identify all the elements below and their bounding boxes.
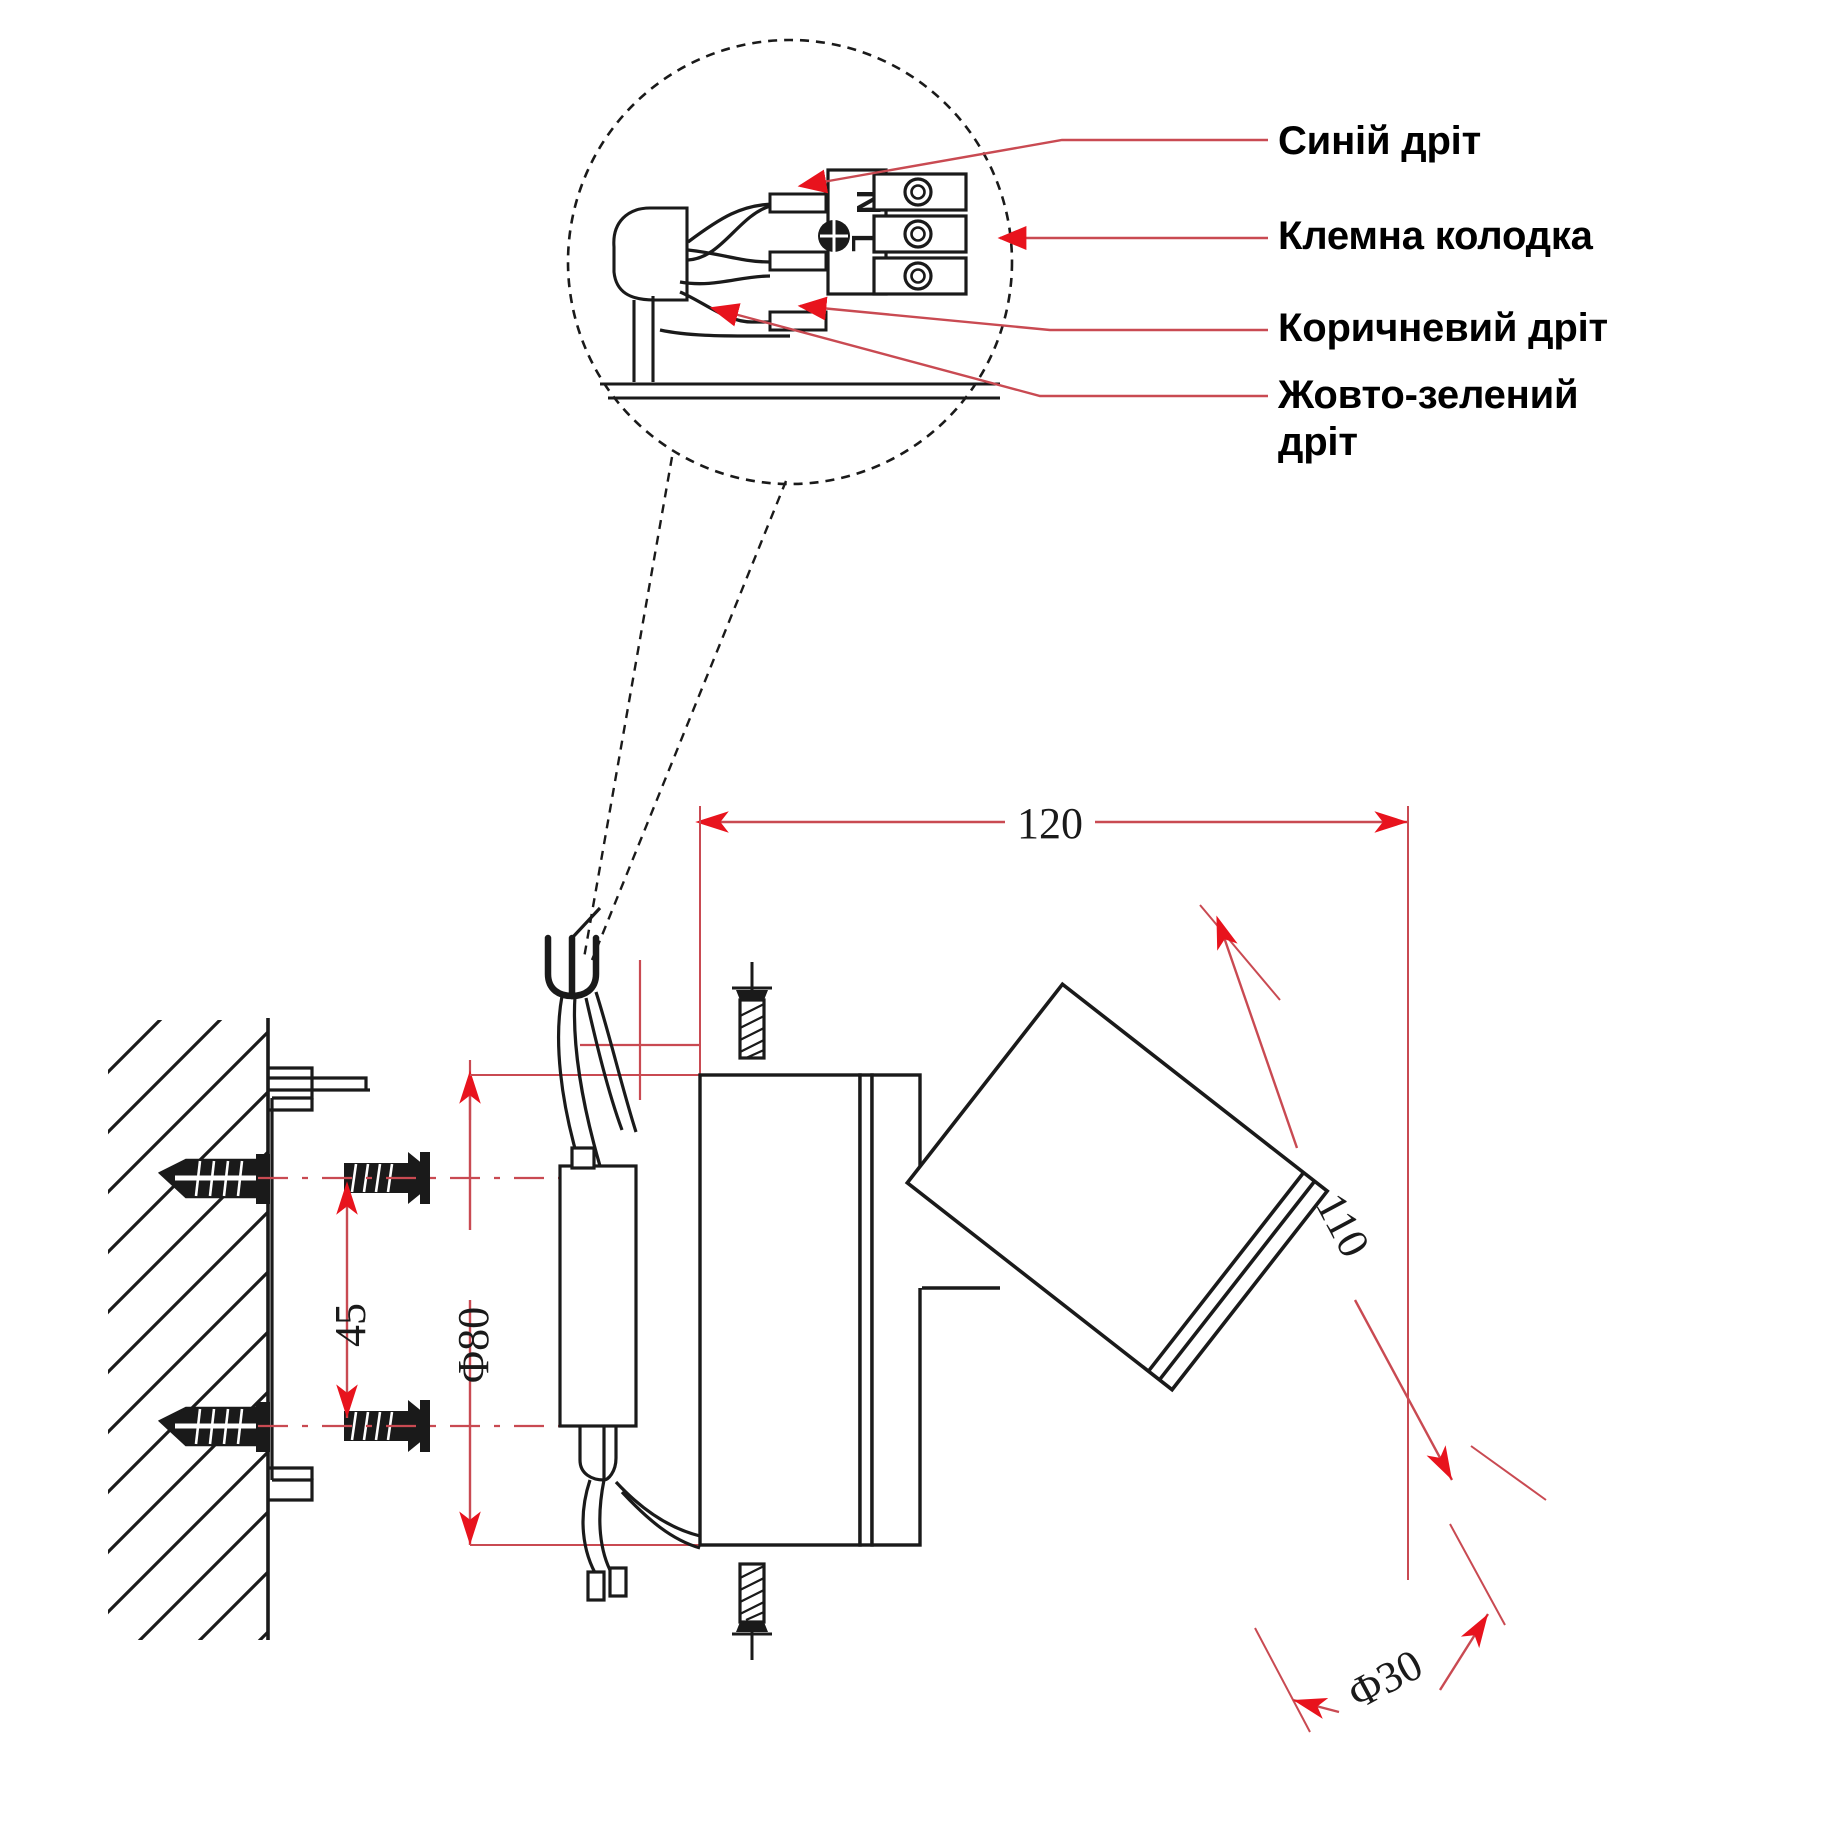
connector-wires	[556, 991, 638, 1167]
wire-earth-lower	[679, 274, 771, 286]
center-lines	[258, 960, 700, 1428]
terminal-screw-heads	[903, 177, 933, 291]
dimension-label-phi30: Φ30	[1340, 1640, 1430, 1719]
three-pin-connector	[544, 934, 600, 1000]
detail-leader-line-left	[582, 456, 674, 959]
dimension-phi30	[1254, 1523, 1506, 1733]
detail-leader-line-right	[590, 480, 788, 961]
callout-label-yellow-green-wire-line2: дріт	[1278, 420, 1358, 465]
callout-label-yellow-green-wire: Жовто-зелений дріт	[1278, 372, 1579, 466]
driver-output-wires	[578, 1426, 701, 1579]
wall-anchor-top	[157, 1154, 270, 1204]
callout-label-yellow-green-wire-line1: Жовто-зелений	[1278, 373, 1579, 417]
cable-gland-body	[612, 206, 689, 302]
callout-label-brown-wire: Коричневий дріт	[1278, 306, 1608, 350]
dimension-label-phi80: Φ80	[449, 1307, 498, 1383]
callout-label-terminal-block: Клемна колодка	[1278, 214, 1593, 258]
wire-tips-group	[768, 192, 828, 332]
callout-label-blue-wire: Синій дріт	[1278, 119, 1481, 163]
dimension-label-120: 120	[1017, 799, 1083, 848]
detail-circle-boundary	[566, 38, 1014, 486]
spotlight-head	[904, 981, 1330, 1393]
driver-input-ferrule	[570, 1146, 596, 1170]
callout-leaders	[709, 138, 1268, 398]
dimension-110	[1199, 904, 1547, 1501]
neck-gap-mask	[918, 1182, 922, 1288]
detail-circle-group: N L	[566, 38, 1014, 961]
wire-brown-lower	[659, 328, 790, 338]
mounting-bracket	[268, 1066, 314, 1502]
callout-leader-yellow-green-wire	[709, 303, 1268, 398]
grub-screw-top	[732, 962, 772, 1060]
connector-top-stub	[570, 906, 602, 940]
luminaire-base	[698, 1073, 922, 1547]
wire-end-ferrules	[586, 1566, 628, 1602]
grub-screw-bottom	[732, 1562, 772, 1660]
led-driver-box	[558, 1164, 638, 1428]
wire-blue-lower	[687, 204, 771, 262]
terminal-marking-l: L	[845, 234, 878, 252]
bracket-arm-top	[268, 1076, 370, 1092]
callout-leader-blue-wire	[797, 138, 1268, 194]
terminal-marking-earth	[818, 220, 850, 252]
dimension-120	[695, 806, 1409, 1580]
callout-leader-brown-wire	[797, 296, 1268, 332]
wall-anchor-bottom	[157, 1402, 270, 1452]
dimension-label-45: 45	[326, 1303, 375, 1347]
